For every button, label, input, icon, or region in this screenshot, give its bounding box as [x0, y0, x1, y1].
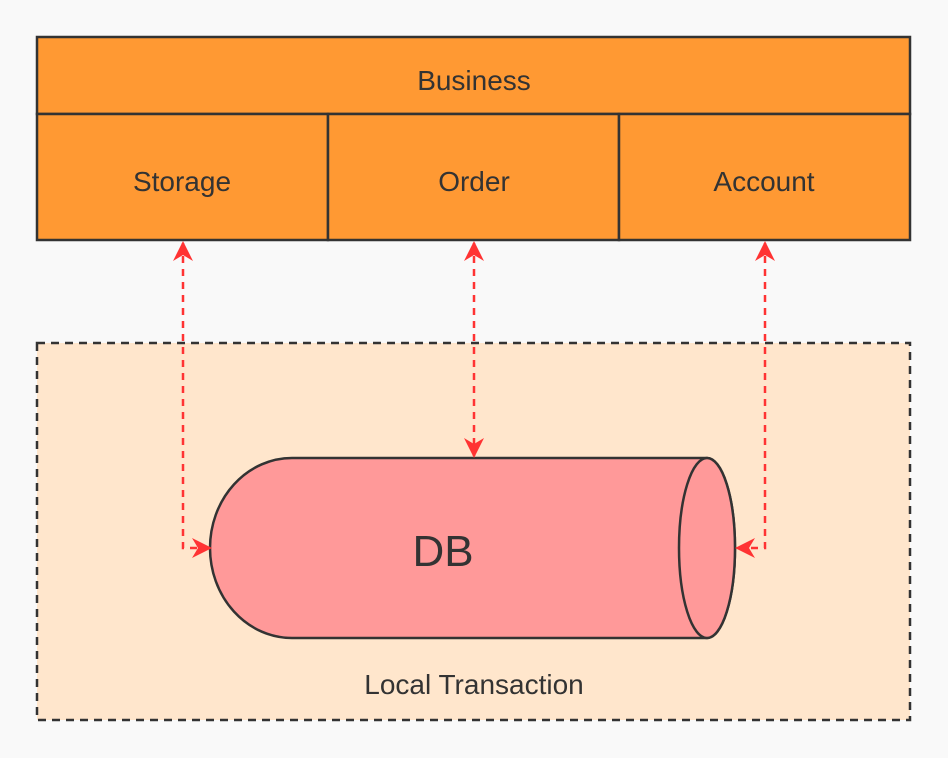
connectors	[173, 241, 775, 558]
storage-db-connector	[173, 241, 212, 558]
business-title: Business	[417, 65, 531, 96]
service-storage	[35, 112, 330, 242]
service-storage-label: Storage	[133, 166, 231, 197]
service-order-label: Order	[438, 166, 510, 197]
database-label: DB	[412, 527, 473, 576]
service-account	[617, 112, 912, 242]
business-block: Business Storage Order Account	[35, 35, 912, 242]
service-account-label: Account	[713, 166, 814, 197]
local-transaction-label: Local Transaction	[364, 669, 583, 700]
database-end-cap	[677, 456, 737, 640]
service-order	[326, 112, 621, 242]
account-db-connector	[735, 241, 775, 558]
database-cylinder: DB	[208, 456, 737, 640]
